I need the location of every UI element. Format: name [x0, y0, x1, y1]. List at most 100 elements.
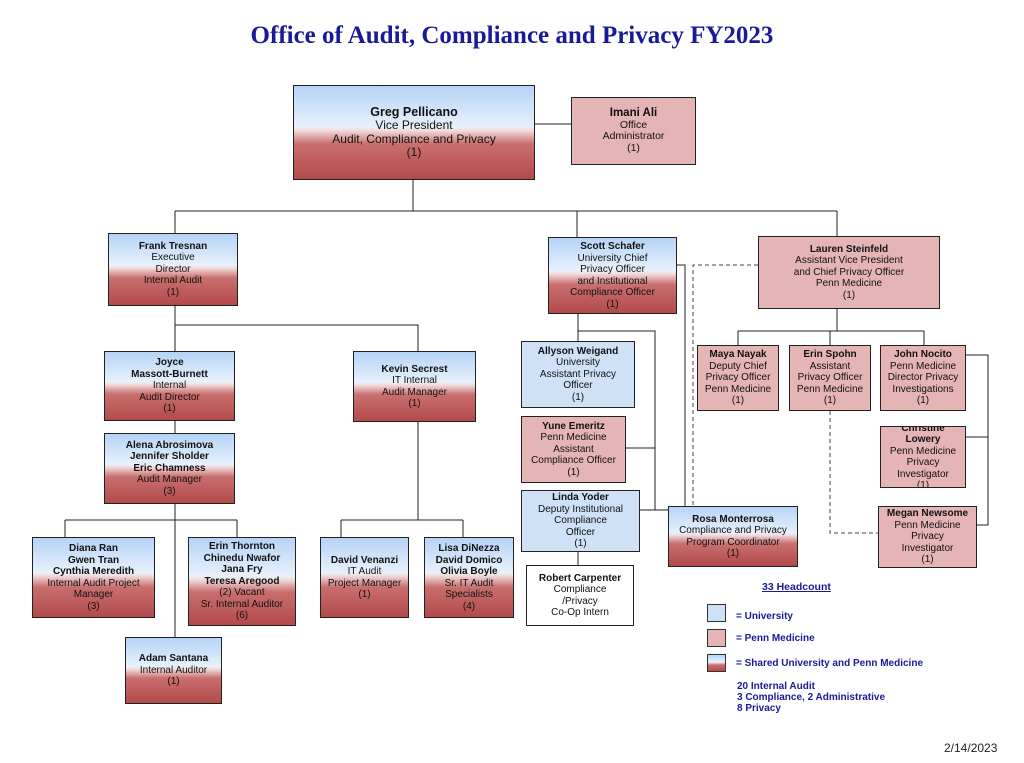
connector-audit-bar — [175, 324, 419, 351]
role-line: Privacy Officer — [797, 372, 863, 384]
role-line: Compliance — [553, 584, 607, 595]
name-line: Jana Fry — [221, 564, 263, 576]
box-linda-yoder: Linda Yoder Deputy Institutional Complia… — [521, 490, 640, 552]
role-line: Director — [155, 263, 191, 275]
role-line: Privacy Officer — [580, 264, 645, 275]
name-line: Eric Chamness — [133, 462, 206, 474]
role-line: Administrator — [602, 130, 665, 142]
count-line: (1) — [358, 589, 371, 600]
role-line: and Institutional — [577, 275, 648, 287]
count-line: (1) — [921, 554, 934, 566]
name-adam-santana: Adam Santana — [138, 653, 209, 665]
name-erin-spohn: Erin Spohn — [803, 349, 857, 361]
count-line: (1) — [606, 298, 619, 310]
role-line: Deputy Institutional — [537, 503, 624, 515]
role-line: IT Internal — [392, 375, 437, 386]
role-line: University — [556, 357, 600, 369]
count-line: (3) — [163, 485, 176, 497]
count-line: (1) — [842, 289, 856, 301]
name-greg-pellicano: Greg Pellicano — [370, 104, 458, 119]
count-line: (1) — [163, 403, 176, 415]
count-line: (1) — [567, 466, 580, 478]
role-line: Sr. IT Audit — [444, 577, 494, 589]
headcount-summary: 20 Internal Audit 3 Compliance, 2 Admini… — [737, 681, 885, 714]
name-rosa-monterrosa: Rosa Monterrosa — [692, 513, 774, 525]
count-line: (1) — [166, 286, 180, 298]
role-line: Audit Manager — [136, 474, 203, 486]
role-line: Internal Audit — [143, 275, 203, 287]
role-line: Investigator — [901, 542, 954, 554]
role-line: /Privacy — [562, 595, 598, 607]
role-line: Penn Medicine — [815, 278, 883, 290]
box-erin-thornton: Erin Thornton Chinedu Nwafor Jana Fry Te… — [188, 537, 296, 626]
role-line: Investigator — [897, 468, 949, 480]
role-line: Penn Medicine — [889, 445, 957, 457]
legend-swatch-penn-medicine — [707, 629, 726, 647]
count-line: (6) — [235, 610, 249, 622]
connector-schafer-monterrosa — [677, 264, 686, 506]
role-line: Project Manager — [327, 577, 402, 589]
role-line: Officer — [565, 526, 596, 538]
summary-line: 8 Privacy — [737, 703, 781, 714]
connector-schafer-side — [578, 330, 656, 510]
role-line: Co-Op Intern — [551, 607, 609, 618]
name-david-venanzi: David Venanzi — [330, 554, 399, 566]
role-line: Compliance and Privacy — [679, 525, 787, 536]
box-erin-spohn: Erin Spohn Assistant Privacy Officer Pen… — [789, 345, 871, 411]
count-line: (1) — [627, 141, 640, 154]
role-line: Penn Medicine — [796, 383, 864, 395]
count-line: (1) — [574, 538, 587, 550]
name-linda-yoder: Linda Yoder — [552, 492, 609, 504]
name-line: Chinedu Nwafor — [203, 552, 281, 564]
name-line: Jennifer Sholder — [130, 451, 209, 463]
name-imani-ali: Imani Ali — [609, 107, 658, 119]
box-lisa-dinezza: Lisa DiNezza David Domico Olivia Boyle S… — [424, 537, 514, 618]
name-john-nocito: John Nocito — [894, 349, 952, 361]
box-diana-ran: Diana Ran Gwen Tran Cynthia Meredith Int… — [32, 537, 155, 618]
dashed-spohn-newsome — [829, 411, 878, 534]
box-scott-schafer: Scott Schafer University Chief Privacy O… — [548, 237, 677, 314]
name-line: Massott-Burnett — [131, 368, 208, 380]
box-david-venanzi: David Venanzi IT Audit Project Manager (… — [320, 537, 409, 618]
role-line: Director Privacy — [887, 372, 959, 384]
summary-line: 3 Compliance, 2 Administrative — [737, 692, 886, 703]
role-line: Assistant Vice President — [795, 255, 903, 267]
role-line: Penn Medicine — [704, 383, 772, 395]
role-line: Manager — [73, 589, 114, 600]
role-line: Assistant — [809, 360, 851, 372]
role-line: IT Audit — [347, 566, 382, 577]
role-line: Sr. Internal Auditor — [200, 598, 284, 610]
name-line: Gwen Tran — [67, 554, 120, 566]
role-line: Deputy Chief — [709, 360, 767, 372]
name-line: Alena Abrosimova — [125, 439, 214, 451]
name-line: Olivia Boyle — [440, 566, 498, 577]
role-line: Specialists — [445, 589, 493, 600]
box-maya-nayak: Maya Nayak Deputy Chief Privacy Officer … — [697, 345, 779, 411]
count-line: (1) — [571, 391, 585, 403]
summary-line: 20 Internal Audit — [737, 681, 815, 692]
legend-swatch-university — [707, 604, 726, 622]
box-yune-emeritz: Yune Emeritz Penn Medicine Assistant Com… — [521, 416, 626, 483]
count-line: (1) — [823, 395, 837, 407]
count-line: (1) — [916, 480, 930, 488]
headcount-label: 33 Headcount — [762, 581, 831, 593]
box-kevin-secrest: Kevin Secrest IT Internal Audit Manager … — [353, 351, 476, 422]
role-line: Executive — [151, 252, 195, 264]
connector-nocito-side — [966, 354, 989, 526]
name-megan-newsome: Megan Newsome — [886, 508, 969, 520]
name-line: Cynthia Meredith — [52, 566, 135, 577]
box-alena-abrosimova: Alena Abrosimova Jennifer Sholder Eric C… — [104, 433, 235, 504]
box-rosa-monterrosa: Rosa Monterrosa Compliance and Privacy P… — [668, 506, 798, 567]
role-line: Officer — [563, 380, 593, 392]
role-line: Internal Auditor — [139, 664, 208, 676]
count-line: (1) — [726, 548, 740, 559]
role-line: Internal — [152, 380, 187, 392]
role-line: Assistant Privacy — [539, 368, 617, 380]
role-line: Audit, Compliance and Privacy — [332, 131, 496, 146]
count-line: (1) — [406, 145, 422, 159]
box-john-nocito: John Nocito Penn Medicine Director Priva… — [880, 345, 966, 411]
role-line: Program Coordinator — [686, 536, 780, 548]
role-line: Audit Director — [139, 391, 200, 403]
box-imani-ali: Imani Ali Office Administrator (1) — [571, 97, 696, 165]
